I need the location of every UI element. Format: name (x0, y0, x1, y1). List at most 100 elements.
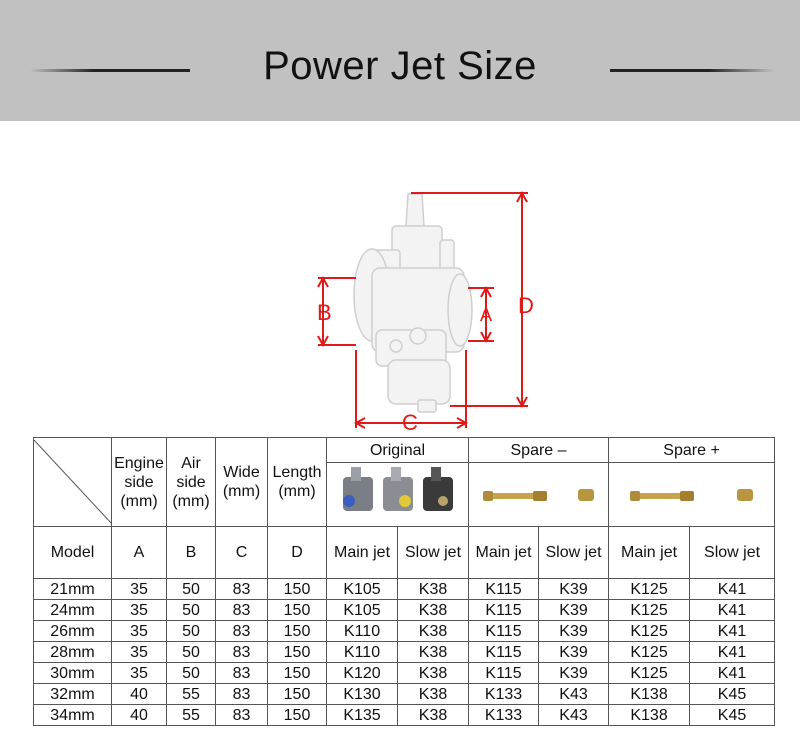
table-cell-d: 150 (267, 662, 327, 684)
jet-size-table: Engine side (mm) Air side (mm) Wide (mm)… (33, 437, 776, 726)
table-cell-pm: K125 (608, 620, 691, 642)
table-cell-ms: K43 (538, 683, 610, 705)
table-cell-d: 150 (267, 641, 327, 663)
table-cell-pm: K125 (608, 662, 691, 684)
subheader-spare-minus-slow-jet: Slow jet (538, 526, 610, 579)
table-cell-a: 35 (111, 620, 167, 642)
carburetor-diagram: B A D C (300, 180, 560, 435)
slow-jet-icon (737, 488, 754, 501)
carburetor-photo-icon (342, 467, 453, 511)
table-cell-ms: K39 (538, 641, 610, 663)
corner-diagonal (34, 440, 112, 524)
carburetor-illustration (317, 190, 528, 429)
subheader-spare-plus-main-jet: Main jet (608, 526, 691, 579)
table-cell-model: 24mm (33, 599, 112, 621)
table-cell-om: K130 (326, 683, 398, 705)
right-divider (610, 69, 774, 72)
header-wide: Wide (mm) (215, 437, 268, 527)
table-cell-ms: K39 (538, 578, 610, 600)
table-cell-ps: K45 (689, 683, 776, 705)
dimension-label-d: D (518, 293, 534, 318)
table-cell-model: 28mm (33, 641, 112, 663)
table-cell-om: K105 (326, 599, 398, 621)
table-cell-b: 50 (166, 599, 216, 621)
table-cell-os: K38 (396, 704, 470, 726)
table-cell-mm: K115 (468, 620, 540, 642)
table-cell-a: 35 (111, 599, 167, 621)
table-cell-mm: K133 (468, 683, 540, 705)
table-cell-pm: K125 (608, 599, 691, 621)
spare-plus-jets-image (608, 462, 776, 527)
table-cell-c: 83 (215, 620, 268, 642)
header-original: Original (325, 437, 470, 463)
subheader-d: D (267, 526, 327, 579)
table-cell-b: 50 (166, 641, 216, 663)
dimension-label-b: B (317, 300, 332, 325)
table-cell-om: K110 (326, 620, 398, 642)
page-title: Power Jet Size (263, 44, 537, 88)
table-cell-a: 35 (111, 662, 167, 684)
table-cell-c: 83 (215, 704, 268, 726)
table-cell-model: 21mm (33, 578, 112, 600)
original-carburetors-image (325, 462, 470, 527)
table-cell-c: 83 (215, 683, 268, 705)
table-cell-ms: K43 (538, 704, 610, 726)
subheader-spare-plus-slow-jet: Slow jet (689, 526, 776, 579)
title-banner: Power Jet Size (0, 0, 800, 121)
table-cell-a: 35 (111, 641, 167, 663)
table-cell-c: 83 (215, 578, 268, 600)
table-cell-mm: K115 (468, 578, 540, 600)
table-cell-om: K105 (326, 578, 398, 600)
subheader-original-main-jet: Main jet (326, 526, 398, 579)
table-cell-os: K38 (396, 641, 470, 663)
table-cell-c: 83 (215, 641, 268, 663)
table-cell-ps: K41 (689, 662, 776, 684)
table-cell-os: K38 (396, 620, 470, 642)
table-cell-model: 34mm (33, 704, 112, 726)
table-cell-d: 150 (267, 704, 327, 726)
subheader-c: C (215, 526, 268, 579)
slow-jet-icon (577, 488, 594, 501)
table-cell-d: 150 (267, 683, 327, 705)
table-cell-mm: K115 (468, 641, 540, 663)
table-cell-mm: K115 (468, 662, 540, 684)
table-cell-mm: K115 (468, 599, 540, 621)
left-divider (30, 69, 190, 72)
table-cell-c: 83 (215, 662, 268, 684)
table-cell-d: 150 (267, 620, 327, 642)
table-cell-ms: K39 (538, 620, 610, 642)
table-cell-om: K110 (326, 641, 398, 663)
subheader-a: A (111, 526, 167, 579)
table-cell-os: K38 (396, 683, 470, 705)
table-cell-pm: K125 (608, 578, 691, 600)
main-jet-icon (629, 490, 694, 501)
table-cell-d: 150 (267, 599, 327, 621)
table-cell-os: K38 (396, 599, 470, 621)
spare-minus-jets-image (468, 462, 610, 527)
table-cell-b: 55 (166, 683, 216, 705)
table-cell-os: K38 (396, 578, 470, 600)
dimension-label-c: C (402, 410, 418, 435)
main-jet-icon (483, 490, 548, 501)
subheader-original-slow-jet: Slow jet (396, 526, 470, 579)
subheader-spare-minus-main-jet: Main jet (468, 526, 540, 579)
table-cell-ps: K45 (689, 704, 776, 726)
table-cell-a: 40 (111, 683, 167, 705)
table-cell-b: 55 (166, 704, 216, 726)
table-cell-pm: K138 (608, 704, 691, 726)
table-cell-ps: K41 (689, 599, 776, 621)
table-cell-model: 30mm (33, 662, 112, 684)
table-cell-om: K135 (326, 704, 398, 726)
header-spare-plus: Spare + (608, 437, 776, 463)
table-cell-b: 50 (166, 662, 216, 684)
table-cell-ms: K39 (538, 662, 610, 684)
table-cell-ps: K41 (689, 641, 776, 663)
subheader-model: Model (33, 526, 112, 579)
table-cell-b: 50 (166, 578, 216, 600)
table-cell-b: 50 (166, 620, 216, 642)
